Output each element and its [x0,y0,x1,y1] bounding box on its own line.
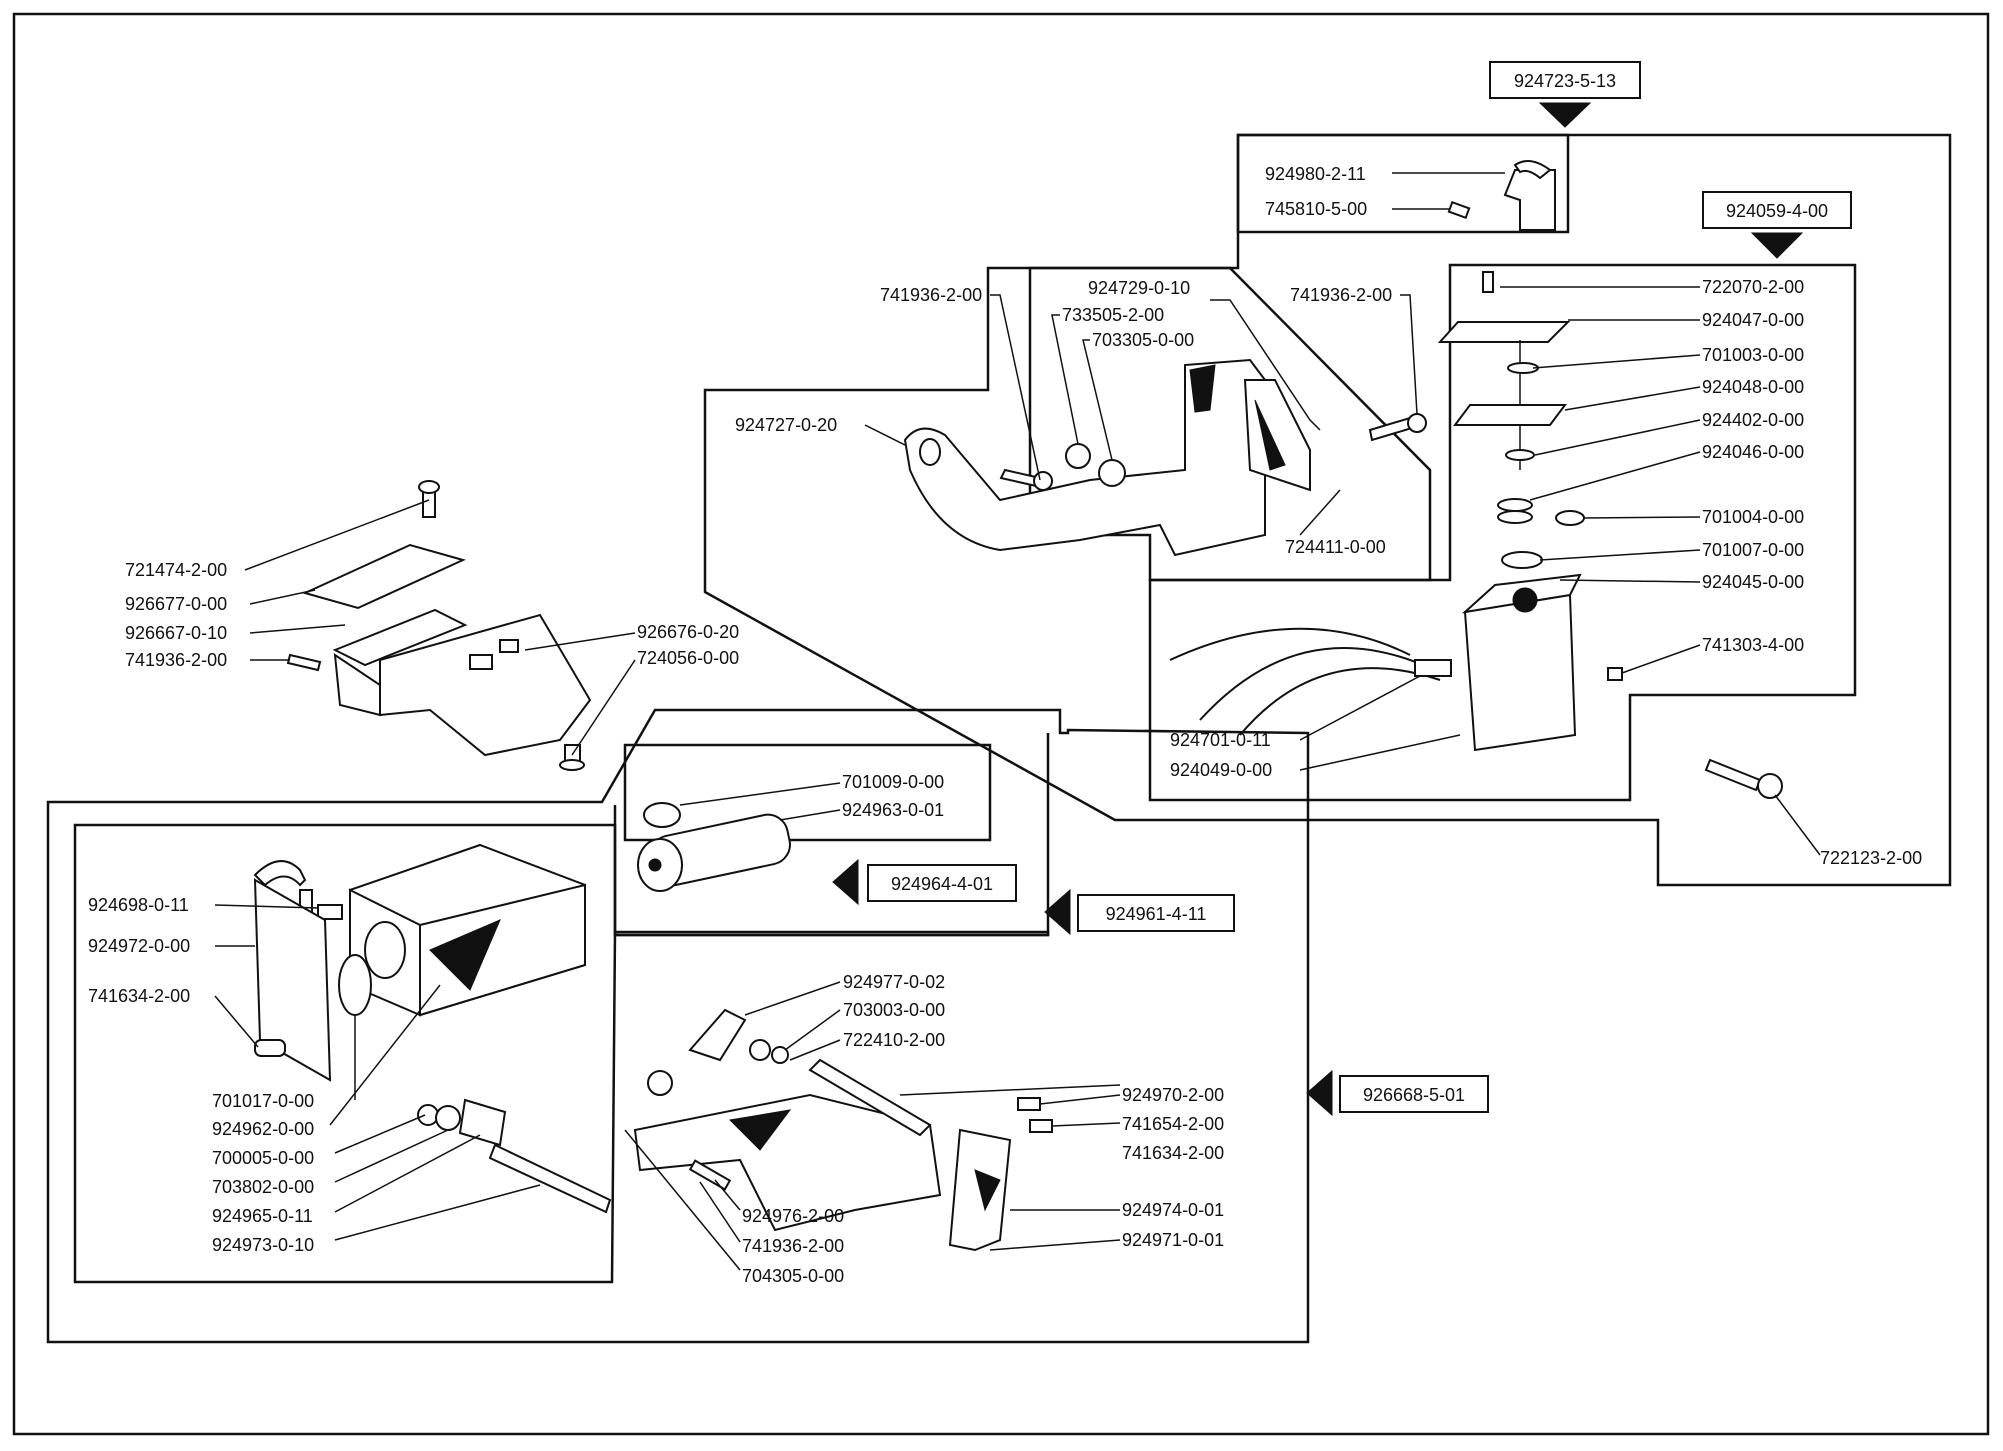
label-924047-0-00: 924047-0-00 [1702,310,1804,330]
clip-part [1447,160,1556,231]
ref-924059: 924059-4-00 [1726,201,1828,221]
ref-924964: 924964-4-01 [891,874,993,894]
label-924701-0-11: 924701-0-11 [1170,730,1271,750]
ref-924723: 924723-5-13 [1514,71,1616,91]
bracket-924727 [903,358,1427,557]
ref-box-top-assembly: 924723-5-13 [1489,61,1641,128]
arrow-down-icon [1750,232,1804,259]
label-924965-0-11: 924965-0-11 [212,1206,313,1226]
label-924972-0-00: 924972-0-00 [88,936,190,956]
label-724411-0-00: 724411-0-00 [1285,537,1386,557]
cylinder-block-parts [253,843,612,1214]
label-701003-0-00: 701003-0-00 [1702,345,1804,365]
label-924977-0-02: 924977-0-02 [843,972,945,992]
arrow-left-icon [1306,1069,1333,1117]
label-745810-5-00: 745810-5-00 [1265,199,1367,219]
page-border [12,12,1990,1436]
arrow-left-icon [832,858,859,906]
label-924971-0-01: 924971-0-01 [1122,1230,1224,1250]
label-926677-0-00: 926677-0-00 [125,594,227,614]
label-924046-0-00: 924046-0-00 [1702,442,1804,462]
label-924049-0-00: 924049-0-00 [1170,760,1272,780]
ref-924961: 924961-4-11 [1106,904,1207,924]
arrow-down-icon [1538,102,1592,128]
label-741936-2-00-a: 741936-2-00 [880,285,982,305]
label-924729-0-10: 924729-0-10 [1088,278,1190,298]
label-733505-2-00: 733505-2-00 [1062,305,1164,325]
leader-lines [214,172,1821,1271]
label-924962-0-00: 924962-0-00 [212,1119,314,1139]
label-926667-0-10: 926667-0-10 [125,623,227,643]
frame-clip [1236,133,1570,234]
label-924973-0-10: 924973-0-10 [212,1235,314,1255]
label-701009-0-00: 701009-0-00 [842,772,944,792]
arrow-left-icon [1044,888,1071,936]
label-924048-0-00: 924048-0-00 [1702,377,1804,397]
plate-assembly [286,480,592,771]
label-924963-0-01: 924963-0-01 [842,800,944,820]
label-703003-0-00: 703003-0-00 [843,1000,945,1020]
label-924402-0-00: 924402-0-00 [1702,410,1804,430]
ref-926668: 926668-5-01 [1363,1085,1465,1105]
label-741936-2-00-c: 741936-2-00 [125,650,227,670]
ref-box-valve-assembly: 924059-4-00 [1702,191,1852,259]
frame-valve [1148,263,1857,802]
ref-box-bracket-assembly: 926668-5-01 [1306,1069,1489,1117]
label-701017-0-00: 701017-0-00 [212,1091,314,1111]
label-741303-4-00: 741303-4-00 [1702,635,1804,655]
label-741654-2-00: 741654-2-00 [1122,1114,1224,1134]
label-701007-0-00: 701007-0-00 [1702,540,1804,560]
label-721474-2-00: 721474-2-00 [125,560,227,580]
label-724056-0-00: 724056-0-00 [637,648,739,668]
label-924974-0-01: 924974-0-01 [1122,1200,1224,1220]
ref-box-cylinder-assembly: 924961-4-11 [1044,888,1235,936]
adjust-parts [637,802,791,892]
valve-parts [1169,271,1623,752]
label-924980-2-11: 924980-2-11 [1265,164,1366,184]
frame-adjust [623,743,992,842]
screw-722123 [1704,758,1783,799]
frame-cylinder-assembly [46,708,1310,1344]
label-924698-0-11: 924698-0-11 [88,895,189,915]
label-703305-0-00: 703305-0-00 [1092,330,1194,350]
label-722123-2-00: 722123-2-00 [1820,848,1922,868]
label-704305-0-00: 704305-0-00 [742,1266,844,1286]
label-924045-0-00: 924045-0-00 [1702,572,1804,592]
label-700005-0-00: 700005-0-00 [212,1148,314,1168]
label-924970-2-00: 924970-2-00 [1122,1085,1224,1105]
label-741936-2-00-d: 741936-2-00 [742,1236,844,1256]
part-labels: 924980-2-11 745810-5-00 722070-2-00 9240… [88,164,1922,1286]
label-741936-2-00-b: 741936-2-00 [1290,285,1392,305]
label-701004-0-00: 701004-0-00 [1702,507,1804,527]
label-924976-2-00: 924976-2-00 [742,1206,844,1226]
label-926676-0-20: 926676-0-20 [637,622,739,642]
label-722410-2-00: 722410-2-00 [843,1030,945,1050]
label-741634-2-00-a: 741634-2-00 [88,986,190,1006]
frame-cylinder-outline [613,733,1050,937]
bracket-assembly-parts [633,1008,1053,1252]
label-924727-0-20: 924727-0-20 [735,415,837,435]
label-703802-0-00: 703802-0-00 [212,1177,314,1197]
label-741634-2-00-b: 741634-2-00 [1122,1143,1224,1163]
ref-box-adjust-assembly: 924964-4-01 [832,858,1017,906]
label-722070-2-00: 722070-2-00 [1702,277,1804,297]
